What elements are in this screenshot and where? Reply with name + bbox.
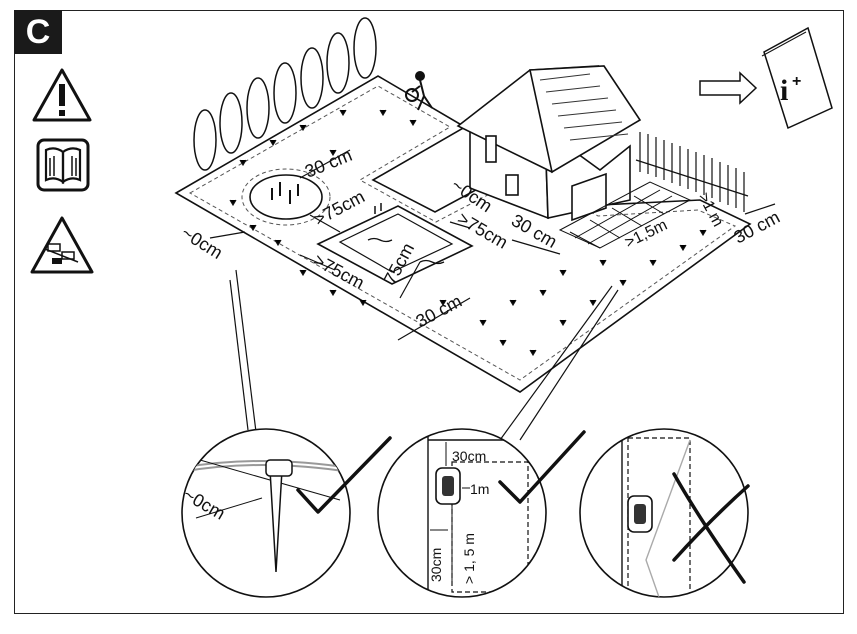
svg-text:+: +	[792, 73, 801, 90]
grass-marks	[229, 109, 707, 357]
detail-station-correct	[377, 428, 547, 598]
check-mark-icon	[296, 436, 392, 514]
dim-1-5m: >1,5m	[622, 217, 670, 252]
dim-30cm-top: 30 cm	[302, 145, 355, 182]
dimension-lines	[209, 149, 776, 341]
arrow-right-icon	[699, 71, 758, 105]
svg-text:i: i	[780, 74, 788, 107]
fence	[635, 132, 749, 212]
station-left-label: 30cm	[428, 548, 444, 582]
detail-leaders	[229, 269, 619, 441]
person-figure	[405, 71, 433, 111]
driveway-paving	[558, 181, 692, 249]
station-1m-label: 1m	[470, 481, 489, 497]
dim-75cm-pool-inner: 75cm	[380, 240, 418, 288]
check-mark-icon	[498, 430, 586, 504]
warning-icon	[32, 68, 92, 122]
station-top-label: 30cm	[452, 448, 486, 464]
detail-wire-peg	[181, 428, 351, 598]
station-1-5m-label: > 1, 5 m	[461, 533, 477, 584]
manual-icon	[36, 138, 90, 192]
remote-control-warning-icon	[30, 216, 94, 274]
section-badge: C	[14, 10, 62, 54]
dim-75cm-pool-right: >75cm	[454, 208, 511, 253]
tree-row	[193, 17, 377, 171]
diagram-frame	[14, 10, 844, 614]
house	[456, 65, 642, 222]
dim-30cm-right: 30 cm	[730, 207, 783, 248]
cross-mark-icon	[672, 472, 750, 584]
dim-75cm-bed: >75cm	[310, 186, 368, 229]
detail-station-wrong	[579, 428, 749, 598]
info-plus-booklet-icon: i +	[761, 26, 833, 130]
pool	[316, 203, 474, 285]
flower-bed	[241, 168, 331, 226]
dim-30cm-bottom: 30 cm	[412, 291, 465, 332]
dim-0cm-left: ~0cm	[178, 222, 226, 263]
